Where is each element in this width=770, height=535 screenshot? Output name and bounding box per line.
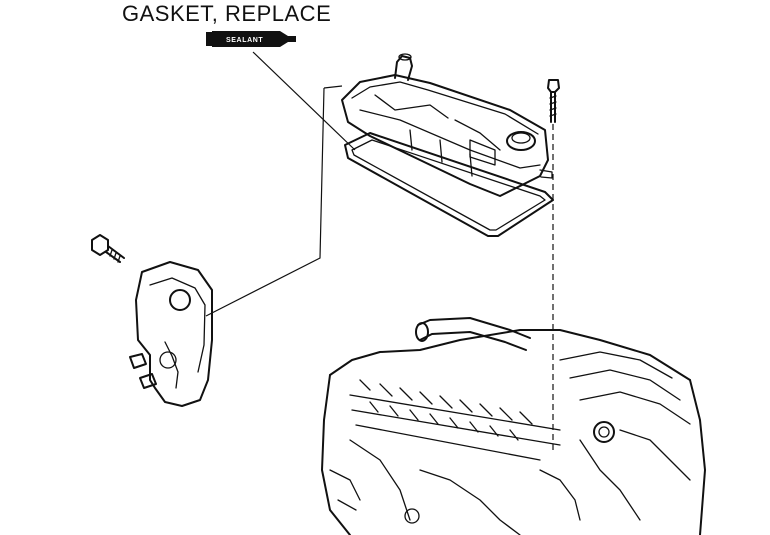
valve-cover — [341, 53, 553, 197]
timing-belt-cover — [129, 261, 213, 407]
engine-assembly — [321, 317, 706, 535]
gasket-replace-callout: GASKET, REPLACE — [122, 1, 332, 26]
timing-cover-leader-line — [205, 87, 325, 317]
gasket-leader-line — [252, 51, 356, 151]
timing-cover-bolt — [91, 234, 125, 263]
cover-bolt — [547, 79, 560, 123]
sealant-tube-label: SEALANT — [226, 37, 263, 44]
sealant-tube-icon: SEALANT — [206, 31, 296, 47]
